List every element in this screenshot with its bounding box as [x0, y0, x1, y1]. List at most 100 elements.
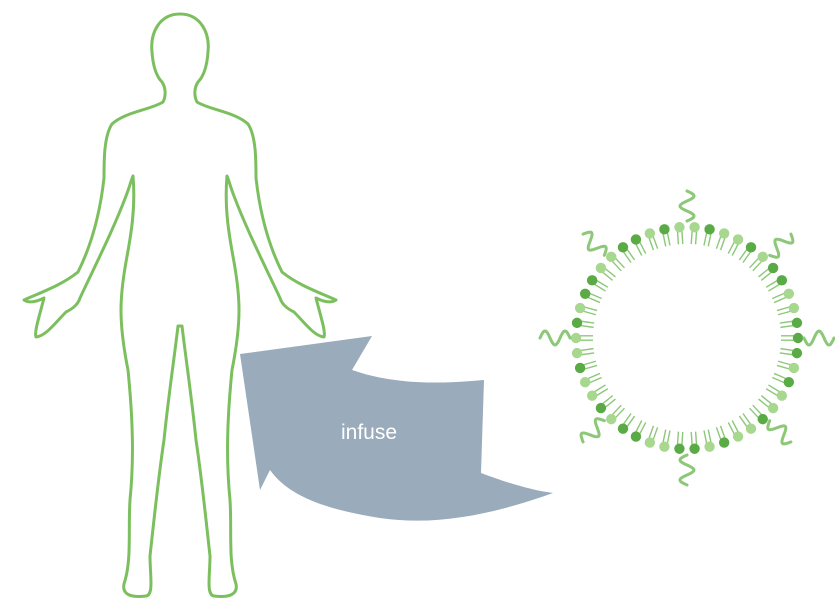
lipid-head [704, 441, 714, 451]
lipid-tail [774, 373, 786, 378]
lipid-tail [708, 430, 711, 443]
lipid-head [572, 318, 582, 328]
lipid-head [606, 252, 616, 262]
lipid-tail [780, 321, 793, 323]
lipid-tail [581, 321, 594, 323]
lipid-tail [774, 297, 786, 302]
lipid-head [645, 437, 655, 447]
lipid-tail [696, 231, 697, 244]
lipid-tail [704, 430, 707, 443]
lipid-tail [581, 349, 594, 351]
lipid-tail [649, 426, 653, 438]
peg-chain [804, 331, 834, 345]
lipid-head [792, 318, 802, 328]
lipid-tail [780, 326, 793, 328]
lipid-head [758, 414, 768, 424]
peg-chain [581, 419, 604, 442]
lipid-tail [588, 297, 600, 302]
lipid-tail [590, 293, 602, 298]
lipid-tail [663, 234, 666, 247]
lipid-head [571, 333, 581, 343]
peg-chain [583, 232, 606, 255]
lipid-head [784, 377, 794, 387]
lipid-head [746, 423, 756, 433]
lipid-head [674, 222, 684, 232]
lipid-head [587, 275, 597, 285]
lipid-tail [778, 361, 791, 365]
lipid-tail [682, 432, 683, 445]
peg-chain [540, 331, 570, 345]
lipid-tail [691, 432, 692, 445]
lipid-tail [653, 236, 657, 248]
lipid-head [792, 348, 802, 358]
lipid-head [704, 224, 714, 234]
lipid-tail [682, 231, 683, 244]
lipid-tail [581, 326, 594, 328]
lipid-head [575, 363, 585, 373]
lipid-head [719, 228, 729, 238]
lipid-head [659, 224, 669, 234]
arrow-label: infuse [341, 421, 397, 444]
lipid-tail [590, 377, 602, 382]
lipid-tail [667, 430, 670, 443]
lipid-head [587, 390, 597, 400]
lipid-tail [777, 307, 790, 311]
lipid-tail [585, 307, 598, 311]
lipid-head [618, 242, 628, 252]
lipid-tail [780, 349, 793, 351]
lipid-head [631, 234, 641, 244]
lipid-tail [777, 365, 790, 369]
lipid-head [733, 431, 743, 441]
human-body-outline [24, 14, 336, 597]
lipid-head [606, 414, 616, 424]
lipid-head [689, 222, 699, 232]
lipid-head [768, 263, 778, 273]
lipid-head [659, 441, 669, 451]
lipid-tail [581, 353, 594, 355]
lipid-head [645, 228, 655, 238]
lipid-head [746, 242, 756, 252]
lipid-head [596, 263, 606, 273]
lipid-tail [649, 238, 653, 250]
lipid-head [596, 403, 606, 413]
lipid-tail [721, 426, 725, 438]
peg-chain [680, 191, 694, 221]
lipid-head [719, 437, 729, 447]
peg-chain [768, 421, 791, 444]
lipid-tail [716, 236, 720, 248]
lipid-tail [772, 377, 784, 382]
lipid-head [789, 363, 799, 373]
lipid-head [784, 289, 794, 299]
lipid-nanoparticle [540, 191, 834, 485]
lipid-head [631, 431, 641, 441]
lipid-tail [704, 233, 707, 246]
lipid-tail [667, 233, 670, 246]
lipid-head [575, 303, 585, 313]
lipid-tail [585, 365, 598, 369]
lipid-tail [772, 293, 784, 298]
lipid-tail [716, 427, 720, 439]
peg-chain [680, 455, 694, 485]
lipid-tail [663, 430, 666, 443]
lipid-head [758, 252, 768, 262]
lipid-head [789, 303, 799, 313]
lipid-tail [583, 361, 596, 365]
lipid-tail [678, 231, 679, 244]
lipid-tail [691, 231, 692, 244]
lipid-tail [678, 432, 679, 445]
lipid-head [580, 289, 590, 299]
lipid-head [733, 234, 743, 244]
lipid-tail [583, 311, 596, 315]
lipid-head [618, 423, 628, 433]
lipid-tail [653, 427, 657, 439]
lipid-head [768, 403, 778, 413]
lipid-tail [588, 373, 600, 378]
lipid-head [572, 348, 582, 358]
lipid-tail [721, 238, 725, 250]
lipid-head [777, 275, 787, 285]
lipid-head [674, 444, 684, 454]
lipid-tail [708, 234, 711, 247]
peg-chain [770, 234, 793, 257]
lipid-head [689, 444, 699, 454]
